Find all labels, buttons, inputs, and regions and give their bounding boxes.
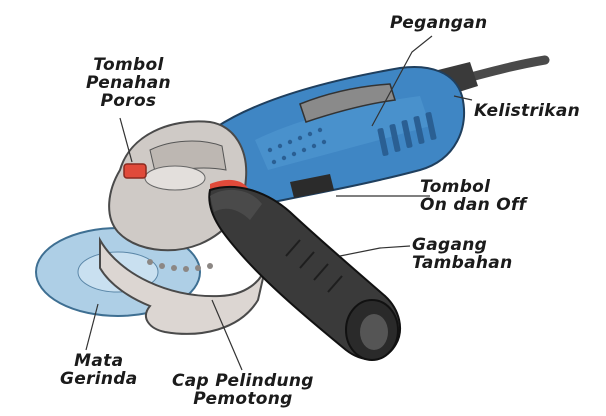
safety-guard bbox=[99, 236, 267, 335]
label-tombol-on-off: Tombol On dan Off bbox=[420, 177, 527, 215]
on-off-switch bbox=[290, 174, 334, 198]
leader-lines bbox=[85, 35, 473, 371]
label-gagang-tambahan: Gagang Tambahan bbox=[412, 235, 513, 273]
label-tombol-penahan-poros: Tombol Penahan Poros bbox=[86, 55, 171, 111]
side-handle bbox=[208, 186, 401, 361]
label-kelistrikan: Kelistrikan bbox=[474, 101, 581, 121]
spindle-lock-button bbox=[123, 163, 147, 179]
label-cap-pelindung-pemotong: Cap Pelindung Pemotong bbox=[172, 371, 314, 409]
label-mata-gerinda: Mata Gerinda bbox=[60, 351, 138, 389]
label-pegangan: Pegangan bbox=[390, 13, 488, 33]
